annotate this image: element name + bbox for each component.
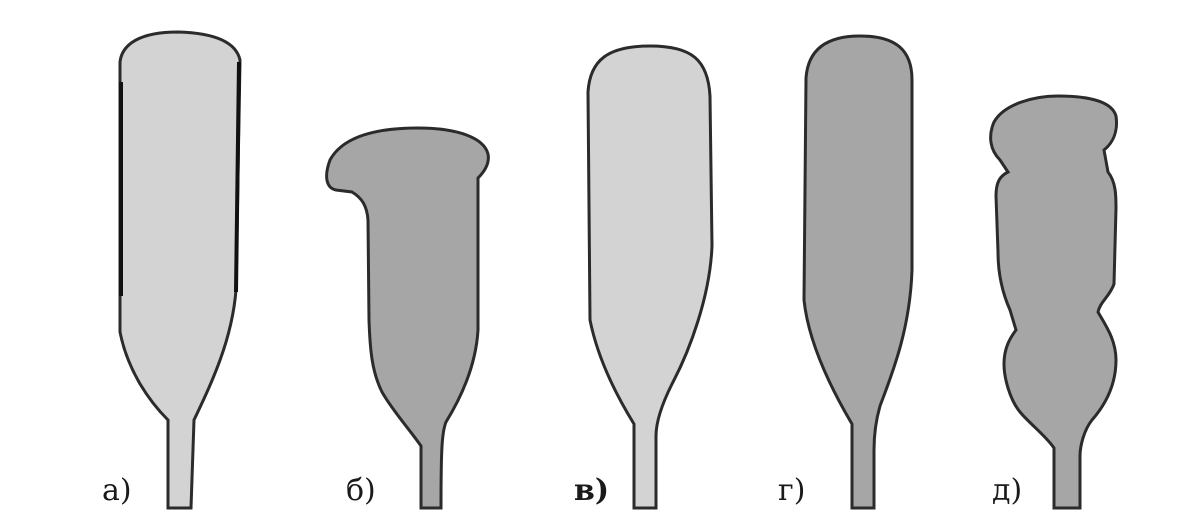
shape-v [588, 46, 712, 508]
label-g: г) [778, 476, 805, 506]
label-a: а) [102, 476, 132, 506]
shape-b [327, 128, 489, 508]
shape-g [804, 36, 912, 508]
shape-d [991, 96, 1117, 508]
label-b: б) [346, 476, 376, 506]
shape-a [120, 32, 240, 508]
label-v: в) [574, 476, 609, 506]
label-d: д) [992, 476, 1022, 506]
